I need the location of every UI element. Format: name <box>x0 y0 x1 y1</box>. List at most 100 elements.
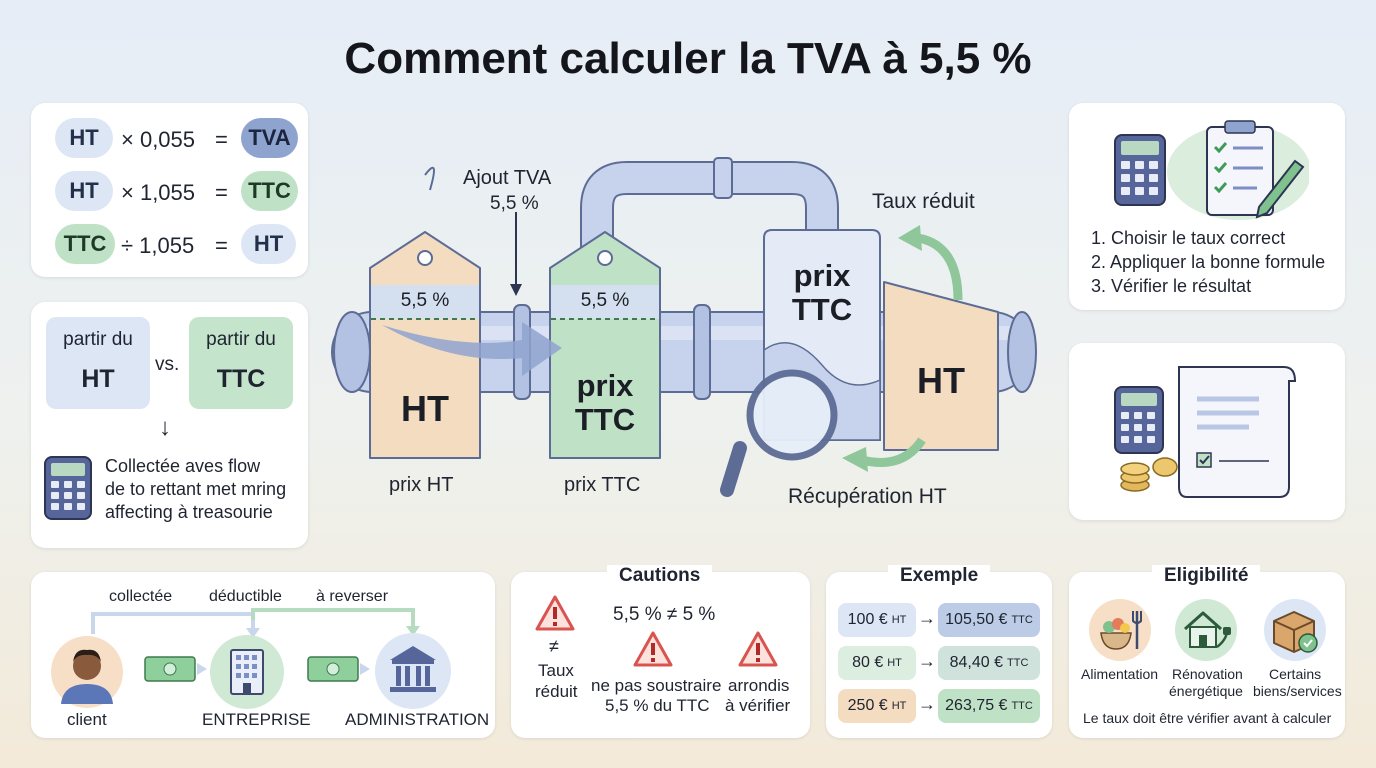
eligibilite-note: Le taux doit être vérifier avant à calcu… <box>1083 710 1332 726</box>
receipt-icon <box>1178 366 1297 498</box>
caution-left-line-1: Taux <box>538 661 574 680</box>
compare-right-box: partir du TTC <box>189 317 293 409</box>
taux-reduit-label: Taux réduit <box>872 190 975 213</box>
exemple-row-1-ht-value: 100 € <box>847 611 888 628</box>
exemple-row-3-ht: 250 €HT <box>838 689 916 723</box>
flow-actor-client: client <box>67 710 107 729</box>
box-icon <box>1264 599 1326 661</box>
compare-left-top: partir du <box>63 329 133 350</box>
compare-card: partir du HT vs. partir du TTC ↓ Collect… <box>31 302 308 548</box>
formula-2-equals: = <box>215 180 228 205</box>
receipt-card <box>1069 343 1345 520</box>
calculator-icon <box>1114 134 1166 206</box>
compare-right-top: partir du <box>206 329 276 350</box>
doc-main-2: TTC <box>791 292 853 327</box>
receipt-illustration <box>1114 366 1297 498</box>
eligibilite-item-3-line-2: biens/services <box>1253 683 1342 699</box>
caution-right-line-2: à vérifier <box>725 696 791 715</box>
formula-2-operator: × 1,055 <box>121 180 196 205</box>
cautions-title: Cautions <box>607 565 713 587</box>
formula-2-result: TTC <box>241 171 298 211</box>
exemple-row-2-ttc: 84,40 € TTC <box>938 646 1040 680</box>
bank-icon <box>375 633 451 709</box>
warning-icon <box>535 595 575 631</box>
clipboard-icon <box>1206 120 1274 216</box>
exemple-row-2-ttc-unit: TTC <box>1007 657 1029 669</box>
flow-card: collectée déductible à reverser <box>31 572 495 738</box>
tag2-rate: 5,5 % <box>580 290 630 311</box>
steps-card: 1. Choisir le taux correct 2. Appliquer … <box>1069 103 1345 310</box>
step-2: 2. Appliquer la bonne formule <box>1091 252 1326 272</box>
formula-3-equals: = <box>215 233 228 258</box>
tag1-main: HT <box>401 388 449 429</box>
page-title: Comment calculer la TVA à 5,5 % <box>344 34 1032 83</box>
tag2-caption: prix TTC <box>564 474 641 496</box>
exemple-row-1-ttc-value: 105,50 € <box>945 611 1008 628</box>
clipboard-illustration <box>1114 120 1309 220</box>
tag1-rate: 5,5 % <box>400 290 450 311</box>
exemple-row-2-ht-value: 80 € <box>852 654 884 671</box>
ht-sheet-label: HT <box>917 360 965 401</box>
coins-icon <box>1120 457 1178 492</box>
compare-note-line-3: affecting à treasourie <box>105 502 273 522</box>
flow-actor-administration: ADMINISTRATION <box>345 710 490 729</box>
exemple-row-1-ttc-unit: TTC <box>1011 614 1033 626</box>
exemple-row-3-arrow: → <box>918 694 936 714</box>
exemple-row-2-arrow: → <box>918 651 936 671</box>
building-icon <box>210 635 284 709</box>
formulas-card: HT × 0,055 = TVA HT × 1,055 = TTC TTC ÷ … <box>31 103 308 277</box>
calculator-icon <box>1114 386 1164 454</box>
exemple-row-1-ttc: 105,50 €TTC <box>938 603 1040 637</box>
exemple-row-3-ht-unit: HT <box>891 700 907 712</box>
caution-neq: 5,5 % ≠ 5 % <box>613 604 716 625</box>
magnifier-icon <box>720 369 838 497</box>
ajout-tva-line-2: 5,5 % <box>490 193 539 214</box>
eligibilite-item-3-line-1: Certains <box>1269 666 1322 682</box>
step-1: 1. Choisir le taux correct <box>1091 228 1286 248</box>
exemple-row-2-ht: 80 €HT <box>838 646 916 680</box>
formula-1-operator: × 0,055 <box>121 127 196 152</box>
exemple-row-3-ttc: 263,75 €TTC <box>938 689 1040 723</box>
formula-2-operand: HT <box>55 171 113 211</box>
eligibilite-item-2-line-1: Rénovation <box>1172 666 1243 682</box>
compare-arrow: ↓ <box>159 414 171 441</box>
exemple-row-1-ht: 100 €HT <box>838 603 916 637</box>
eligibilite-title: Eligibilité <box>1152 565 1261 587</box>
compare-vs: vs. <box>155 354 180 375</box>
formula-1-equals: = <box>215 127 228 152</box>
formula-1-operand: HT <box>55 118 113 158</box>
flow-label-collectee: collectée <box>109 588 173 605</box>
banknote-icon-2 <box>307 656 370 682</box>
pencil-icon <box>1255 159 1305 219</box>
compare-note-line-1: Collectée aves flow <box>105 456 261 476</box>
step-3: 3. Vérifier le résultat <box>1091 276 1252 296</box>
caution-right-line-1: arrondis <box>728 676 790 695</box>
exemple-row-2-ht-unit: HT <box>887 657 902 669</box>
formula-3-operator: ÷ 1,055 <box>121 233 195 258</box>
exemple-row-3-ttc-value: 263,75 € <box>945 697 1008 714</box>
person-icon <box>51 636 123 708</box>
ajout-tva-line-1: Ajout TVA <box>463 167 552 189</box>
eligibilite-item-1-line-1: Alimentation <box>1081 666 1159 682</box>
caution-mid-line-2: 5,5 % du TTC <box>605 696 710 715</box>
exemple-title: Exemple <box>888 565 991 587</box>
compare-note-line-2: de to rettant met mring <box>105 479 287 499</box>
recuperation-label: Récupération HT <box>788 485 947 508</box>
compare-left-box: partir du HT <box>46 317 150 409</box>
center-illustration <box>331 157 1037 497</box>
eligibilite-item-2-line-2: énergétique <box>1169 683 1243 699</box>
flow-lines <box>91 608 420 638</box>
formula-1-result: TVA <box>241 118 298 158</box>
compare-left-main: HT <box>81 365 115 393</box>
tag2-main-2: TTC <box>574 402 636 437</box>
tag1-caption: prix HT <box>389 474 454 496</box>
formula-3-operand: TTC <box>55 224 115 264</box>
exemple-row-1-arrow: → <box>918 608 936 628</box>
banknote-icon <box>144 656 207 682</box>
exemple-row-2-ttc-value: 84,40 € <box>949 654 1003 671</box>
doc-main-1: prix <box>793 258 851 293</box>
caution-left-symbol: ≠ <box>549 636 559 656</box>
tag2-main-1: prix <box>576 368 634 403</box>
warning-icon-2 <box>633 631 673 667</box>
exemple-row-1-ht-unit: HT <box>891 614 907 626</box>
